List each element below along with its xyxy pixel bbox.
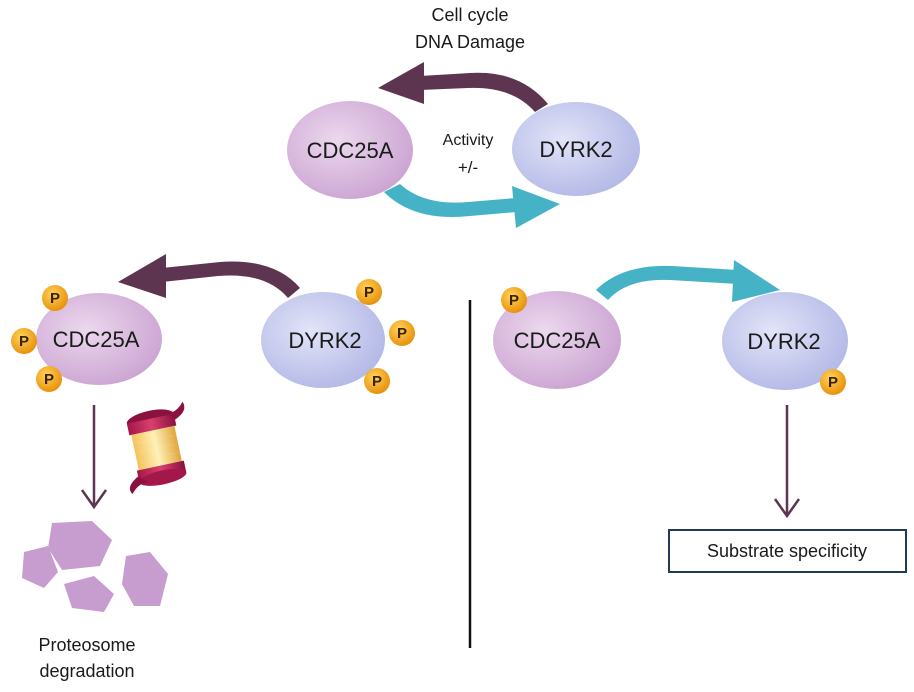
right-cdc25a-label: CDC25A [514, 328, 601, 353]
phospho-badge: P [501, 287, 527, 313]
svg-text:P: P [44, 371, 54, 388]
phospho-badge: P [36, 366, 62, 392]
degraded-fragments [22, 521, 168, 612]
svg-text:P: P [509, 292, 519, 309]
left-dyrk2-label: DYRK2 [288, 328, 361, 353]
right-cdc25a-node [493, 291, 621, 389]
activity-sign: +/- [458, 158, 478, 177]
top-title-line2: DNA Damage [415, 32, 525, 52]
left-cdc25a-node [36, 293, 162, 385]
substrate-specificity-box [668, 529, 907, 573]
svg-text:P: P [372, 373, 382, 390]
left-purple-arrow [118, 254, 300, 298]
phospho-badge: P [820, 369, 846, 395]
left-down-arrow [80, 405, 108, 510]
svg-text:P: P [364, 284, 374, 301]
proteasome-icon [126, 401, 187, 495]
phospho-badge: P [356, 279, 382, 305]
top-dyrk2-node [512, 102, 640, 196]
degradation-label-line1: Proteosome [38, 635, 135, 655]
degradation-label-line2: degradation [39, 661, 134, 681]
left-dyrk2-node [261, 292, 385, 388]
top-purple-arrow [378, 62, 548, 112]
right-teal-arrow [596, 260, 780, 302]
svg-text:P: P [19, 333, 29, 350]
right-dyrk2-label: DYRK2 [747, 329, 820, 354]
phospho-badge: P [364, 368, 390, 394]
left-cdc25a-label: CDC25A [53, 327, 140, 352]
top-title-line1: Cell cycle [431, 5, 508, 25]
right-down-arrow [773, 405, 801, 519]
top-cdc25a-node [287, 101, 413, 199]
svg-text:P: P [397, 325, 407, 342]
right-dyrk2-node [722, 292, 848, 390]
top-teal-arrow [384, 184, 560, 228]
phospho-badge: P [11, 328, 37, 354]
svg-text:P: P [50, 290, 60, 307]
activity-label: Activity [443, 132, 494, 149]
top-dyrk2-label: DYRK2 [539, 137, 612, 162]
substrate-specificity-label: Substrate specificity [707, 541, 867, 561]
svg-text:P: P [828, 374, 838, 391]
top-cdc25a-label: CDC25A [307, 138, 394, 163]
phospho-badge: P [389, 320, 415, 346]
phospho-badge: P [42, 285, 68, 311]
